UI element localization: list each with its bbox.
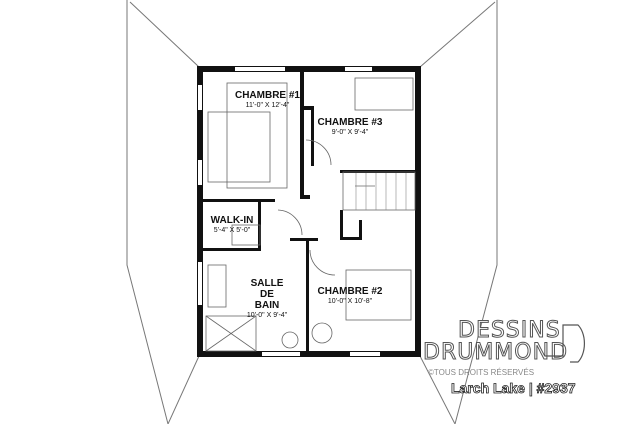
plan-label: Larch Lake | #2937 bbox=[451, 380, 576, 397]
fixtures bbox=[205, 77, 416, 352]
logo-line1: DESSINS bbox=[458, 318, 561, 344]
windows bbox=[198, 67, 380, 356]
room-dims: 10'-0" X 10'-8" bbox=[327, 298, 373, 305]
room-name: CHAMBRE #1 bbox=[234, 90, 300, 101]
copyright: ©TOUS DROITS RÉSERVÉS bbox=[428, 368, 535, 377]
room-dims: 5'-4" X 5'-0" bbox=[213, 227, 251, 234]
room-salle-de-bain: SALLE DE BAIN 10'-0" X 9'-4" bbox=[236, 278, 298, 320]
walls bbox=[197, 66, 421, 357]
room-dims: 9'-0" X 9'-4" bbox=[331, 129, 369, 136]
room-name: CHAMBRE #2 bbox=[317, 286, 383, 297]
room-name: CHAMBRE #3 bbox=[317, 117, 383, 128]
room-name: SALLE DE BAIN bbox=[250, 278, 284, 311]
logo-mark-icon bbox=[545, 324, 586, 363]
dessins-drummond-logo: DESSINS DRUMMOND ©TOUS DROITS RÉSERVÉS L… bbox=[420, 318, 610, 398]
logo-line2: DRUMMOND bbox=[422, 340, 569, 366]
roof-lines bbox=[126, 0, 498, 424]
stairs bbox=[355, 173, 407, 210]
room-chambre-1: CHAMBRE #1 11'-0" X 12'-4" bbox=[225, 90, 310, 110]
room-walk-in: WALK-IN 5'-4" X 5'-0" bbox=[206, 215, 258, 235]
room-dims: 10'-0" X 9'-4" bbox=[246, 312, 288, 319]
room-chambre-2: CHAMBRE #2 10'-0" X 10'-8" bbox=[310, 286, 390, 306]
room-name: WALK-IN bbox=[210, 215, 254, 226]
room-dims: 11'-0" X 12'-4" bbox=[245, 102, 290, 109]
room-chambre-3: CHAMBRE #3 9'-0" X 9'-4" bbox=[315, 117, 385, 137]
